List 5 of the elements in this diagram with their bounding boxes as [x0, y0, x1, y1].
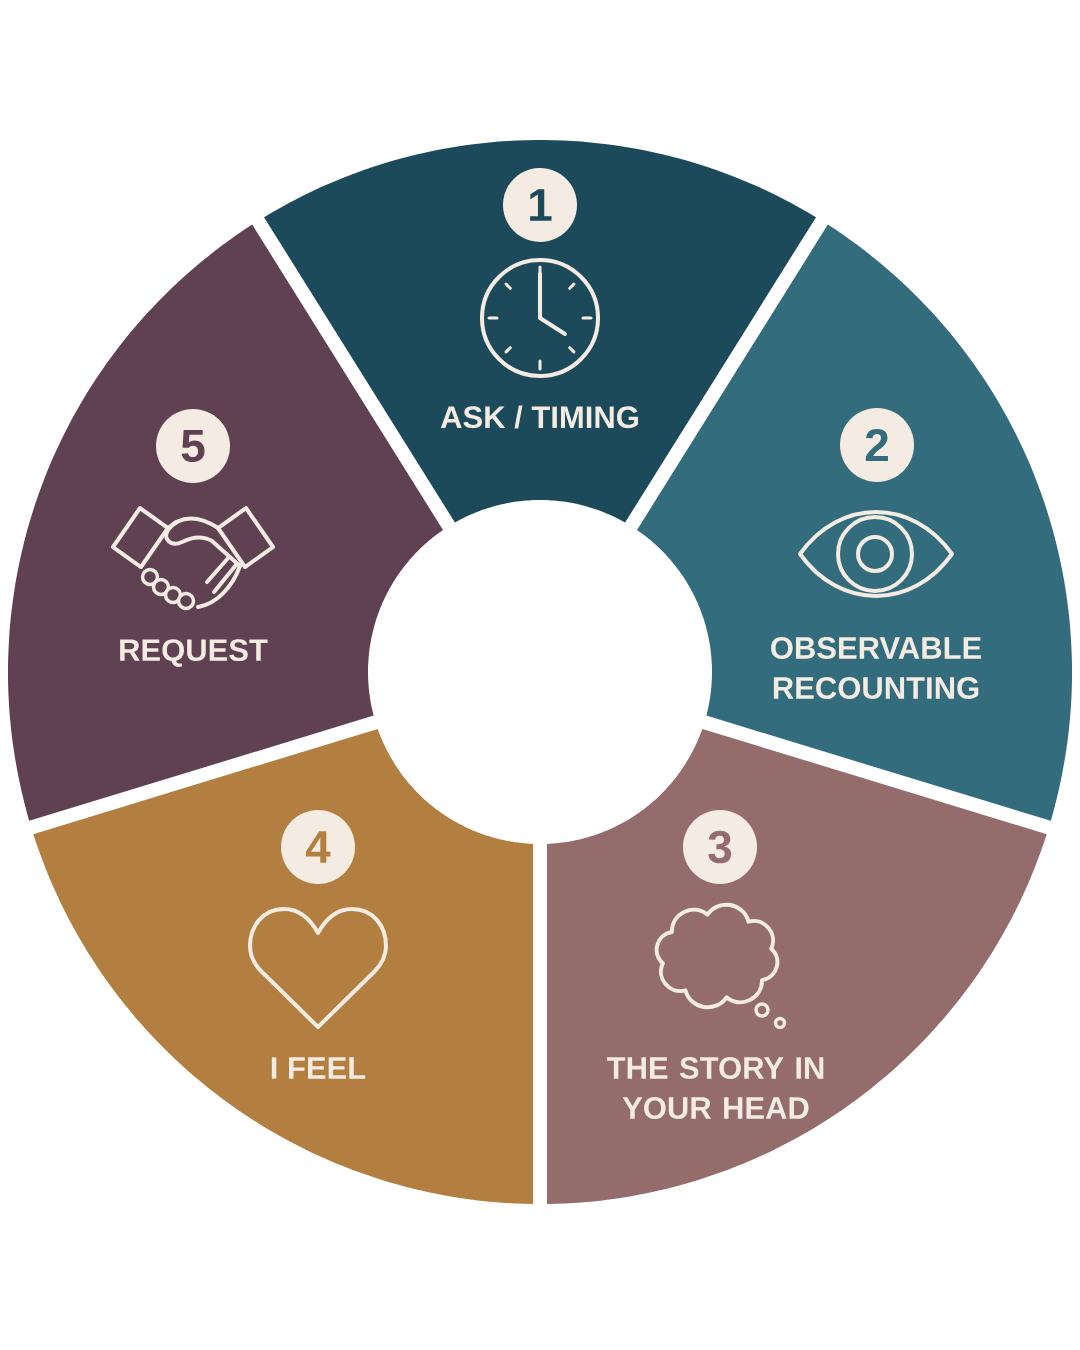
number-badge: 1 — [503, 168, 577, 242]
number-badge: 2 — [840, 408, 914, 482]
number-badge: 5 — [156, 409, 230, 483]
number-badge: 4 — [281, 810, 355, 884]
number-badge: 3 — [683, 810, 757, 884]
